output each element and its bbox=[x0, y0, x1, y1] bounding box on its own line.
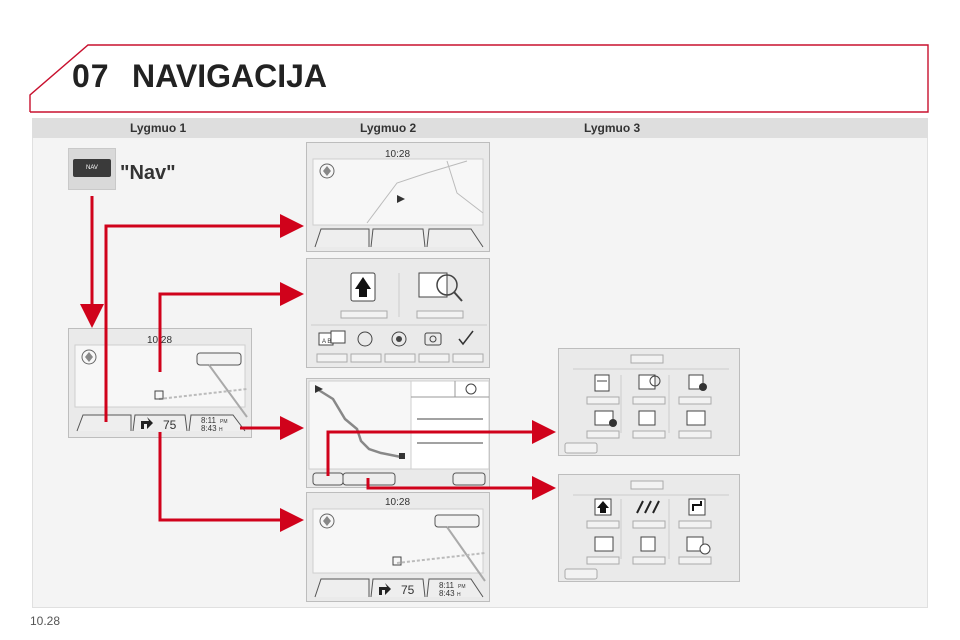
level-1-label: Lygmuo 1 bbox=[130, 121, 187, 135]
duration-suffix: H bbox=[219, 427, 223, 433]
route-ab-icon: A B bbox=[322, 339, 331, 345]
chapter-number: 07 bbox=[72, 58, 110, 94]
level2-guidance-screen: 10:28 75 8:11 PM 8:43 H bbox=[306, 492, 490, 602]
map-search-icon bbox=[436, 274, 458, 296]
duration-suffix-2: H bbox=[457, 592, 461, 598]
level-2-label: Lygmuo 2 bbox=[360, 121, 417, 135]
header-decoration bbox=[29, 44, 929, 113]
nav-button-icon: NAV bbox=[73, 159, 111, 177]
level-3-label: Lygmuo 3 bbox=[584, 121, 641, 135]
map-clock-3: 10:28 bbox=[385, 497, 410, 508]
arrival-time-2: 8:11 bbox=[439, 581, 455, 590]
level1-map-screen: 10:28 75 8:11 PM 8:43 H bbox=[68, 328, 252, 438]
level3-menu-screen-a bbox=[558, 348, 740, 456]
level2-nav-menu-screen: A B bbox=[306, 258, 490, 368]
nav-hardware-button[interactable]: NAV bbox=[68, 148, 116, 190]
trip-duration-2: 8:43 bbox=[439, 589, 455, 598]
trip-duration: 8:43 bbox=[201, 424, 217, 433]
level2-route-screen bbox=[306, 378, 490, 488]
nav-button-label: "Nav" bbox=[120, 162, 176, 184]
page-title: NAVIGACIJA bbox=[132, 58, 327, 94]
checkmark-icon bbox=[458, 330, 474, 346]
speed-limit: 75 bbox=[163, 418, 177, 432]
speed-limit-2: 75 bbox=[401, 583, 415, 597]
level-header-bar bbox=[32, 118, 928, 138]
page-number: 10.28 bbox=[30, 614, 61, 628]
arrival-suffix-2: PM bbox=[458, 584, 466, 590]
arrival-suffix: PM bbox=[220, 419, 228, 425]
history-clock-icon bbox=[465, 383, 477, 395]
navigation-arrow-icon bbox=[355, 277, 371, 297]
map-clock-2: 10:28 bbox=[385, 149, 410, 160]
level3-menu-screen-b bbox=[558, 474, 740, 582]
level2-map-screen: 10:28 bbox=[306, 142, 490, 252]
map-clock: 10:28 bbox=[147, 335, 172, 346]
